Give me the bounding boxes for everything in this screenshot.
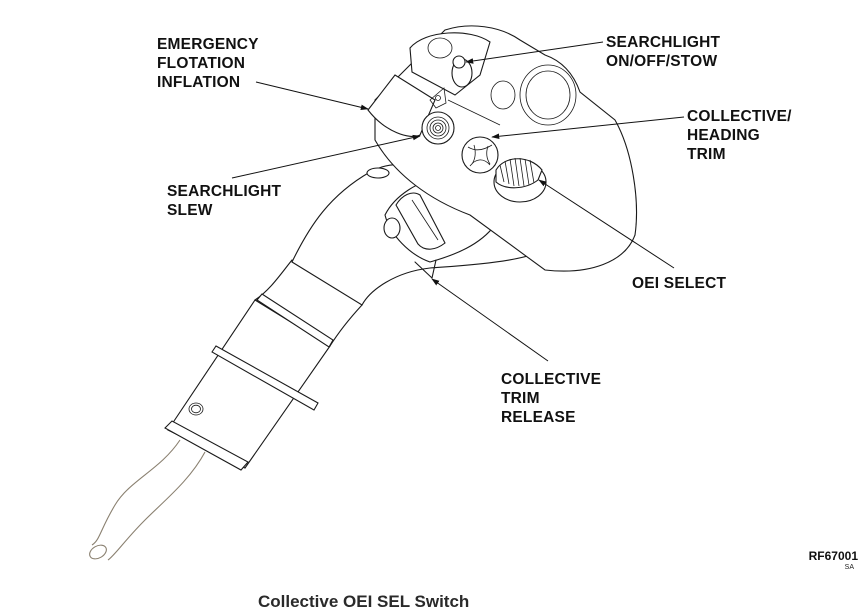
callout-line: HEADING (687, 127, 760, 144)
leader-searchlight-slew (231, 134, 421, 179)
leader-trim-release (431, 278, 549, 362)
callout-searchlight-slew: SEARCHLIGHT SLEW (167, 182, 281, 220)
callout-line: COLLECTIVE (501, 371, 602, 388)
figure-id: RF67001 (808, 549, 858, 563)
switch-head (367, 25, 638, 272)
callout-line: OEI SELECT (632, 275, 727, 292)
callout-line: EMERGENCY (157, 36, 259, 53)
grip-button (366, 167, 390, 179)
leader-heading-trim (491, 116, 685, 140)
callout-line: COLLECTIVE/ (687, 108, 792, 125)
leader-emergency-flotation (255, 81, 369, 111)
callout-line: FLOTATION (157, 55, 246, 72)
leader-lines (231, 41, 685, 362)
callout-collective-trim-release: COLLECTIVE TRIM RELEASE (501, 370, 601, 427)
figure-caption: Collective OEI SEL Switch (258, 592, 470, 611)
callout-oei-select: OEI SELECT (632, 274, 726, 293)
cable (89, 439, 206, 561)
leader-searchlight-on-off (465, 41, 604, 64)
callout-collective-heading-trim: COLLECTIVE/ HEADING TRIM (687, 107, 792, 164)
figure-sub-id: SA (844, 564, 854, 571)
callout-line: SEARCHLIGHT (606, 34, 721, 51)
leader-oei-select (538, 179, 675, 269)
callout-line: RELEASE (501, 409, 576, 426)
callout-line: INFLATION (157, 74, 241, 91)
callout-line: SLEW (167, 202, 213, 219)
callout-line: TRIM (501, 390, 540, 407)
callout-line: ON/OFF/STOW (606, 53, 718, 70)
collective-grip-tube (164, 259, 363, 471)
callout-searchlight-on-off-stow: SEARCHLIGHT ON/OFF/STOW (606, 33, 720, 71)
callout-emergency-flotation-inflation: EMERGENCY FLOTATION INFLATION (157, 35, 259, 92)
callout-line: TRIM (687, 146, 726, 163)
callout-line: SEARCHLIGHT (167, 183, 282, 200)
